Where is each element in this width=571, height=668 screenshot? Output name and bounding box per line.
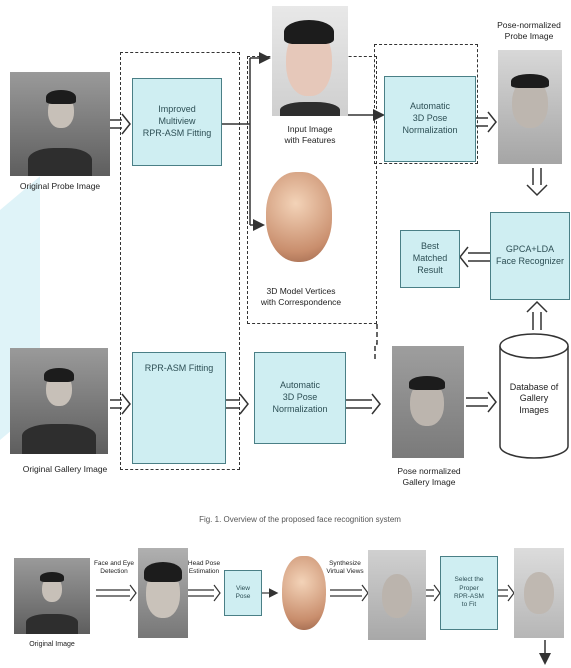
bottom-face-closeup <box>138 548 188 638</box>
bottom-virtual-view <box>368 550 426 640</box>
bottom-original-label: Original Image <box>29 641 75 648</box>
recognizer-box: GPCA+LDA Face Recognizer <box>490 212 570 300</box>
original-gallery-label: Original Gallery Image <box>22 464 108 474</box>
dashed-group-right <box>374 44 478 164</box>
rpr-asm-box: RPR-ASM Fitting <box>132 352 226 464</box>
bottom-result-face <box>514 548 564 638</box>
pose-normalized-probe-label: Pose-normalized Probe Image <box>497 20 561 41</box>
auto-pose-bottom-box: Automatic 3D Pose Normalization <box>254 352 346 444</box>
pose-normalized-gallery-photo <box>392 346 464 458</box>
figure-caption: Fig. 1. Overview of the proposed face re… <box>199 515 401 524</box>
original-gallery-photo <box>10 348 108 454</box>
input-image-label: Input Image with Features <box>284 124 336 145</box>
best-match-box: Best Matched Result <box>400 230 460 288</box>
view-pose-box: View Pose <box>224 570 262 616</box>
face-eye-detection-label: Face and Eye Detection <box>93 560 135 576</box>
input-image-photo <box>272 6 348 116</box>
pose-normalized-probe-photo <box>498 50 562 164</box>
auto-pose-top-box: Automatic 3D Pose Normalization <box>384 76 476 162</box>
synthesize-label: Synthesize Virtual Views <box>326 560 364 576</box>
head-pose-label: Head Pose Estimation <box>187 560 221 576</box>
model-vertices-label: 3D Model Vertices with Correspondence <box>260 286 342 307</box>
dashed-group-left <box>120 52 240 470</box>
bottom-3d-face <box>282 556 326 630</box>
database-label: Database of Gallery Images <box>509 382 559 415</box>
3d-model-face <box>266 172 332 262</box>
pose-normalized-gallery-label: Pose normalized Gallery Image <box>397 466 461 487</box>
database-cylinder <box>499 333 569 459</box>
select-asm-box: Select the Proper RPR-ASM to Fit <box>440 556 498 630</box>
original-probe-photo <box>10 72 110 176</box>
original-probe-label: Original Probe Image <box>19 181 101 191</box>
improved-asm-box: Improved Multiview RPR-ASM Fitting <box>132 78 222 166</box>
bottom-original-photo <box>14 558 90 634</box>
